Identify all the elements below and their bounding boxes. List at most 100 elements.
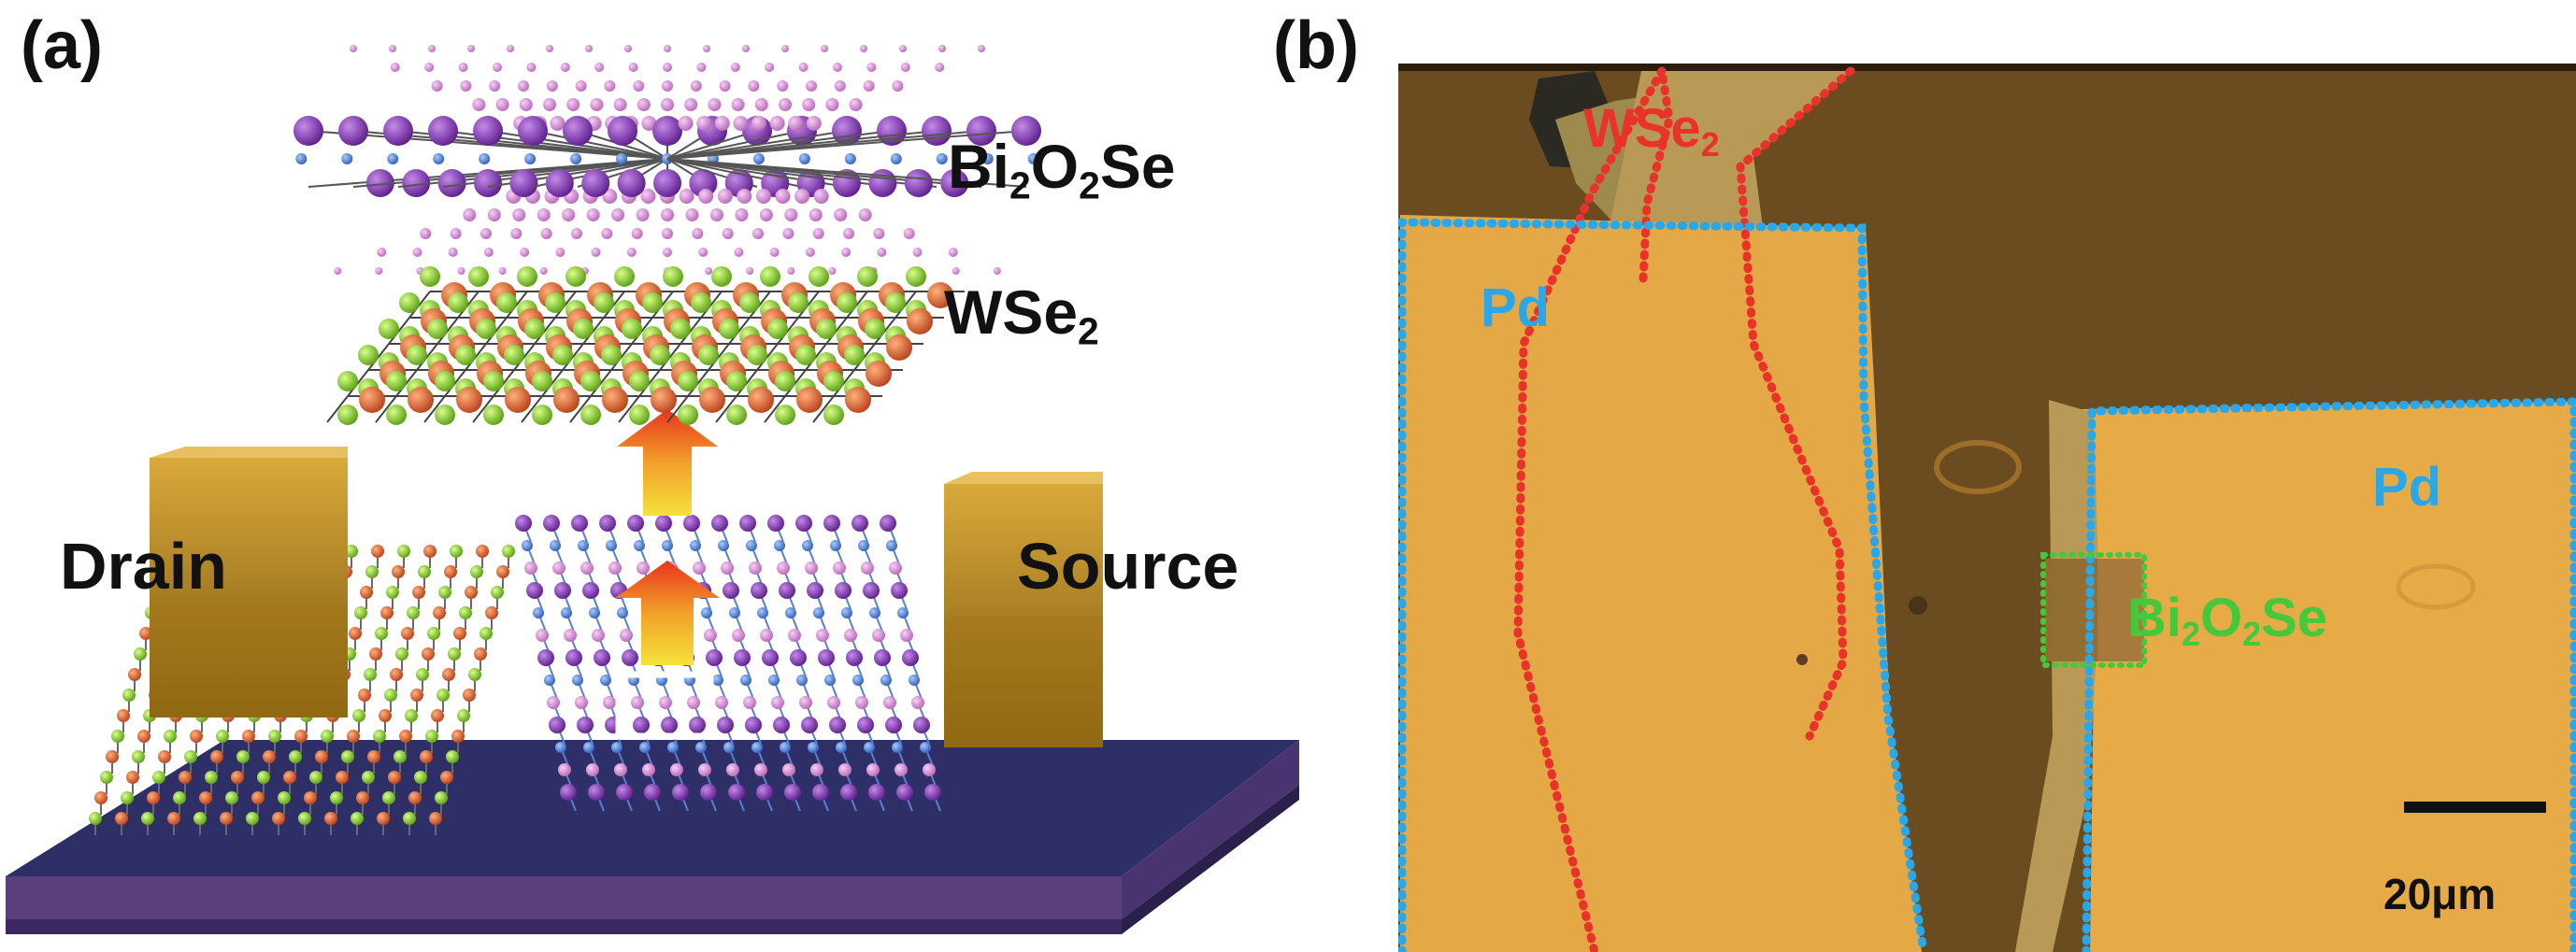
bi-atom xyxy=(672,784,689,801)
se-atom-blue xyxy=(802,540,813,551)
w-atom xyxy=(845,387,871,413)
se-atom xyxy=(767,319,788,339)
w-atom xyxy=(602,387,628,413)
o-atom xyxy=(838,763,852,776)
bi-atom xyxy=(653,169,681,197)
bi-atom xyxy=(560,784,577,801)
se-atom xyxy=(642,292,663,313)
bond xyxy=(326,395,349,423)
o-atom xyxy=(463,208,477,221)
o-atom xyxy=(526,63,537,72)
se-atom xyxy=(268,730,281,743)
se-atom xyxy=(386,405,407,425)
w-atom xyxy=(388,771,401,784)
optical-micrograph xyxy=(1398,64,2576,952)
w-atom xyxy=(699,387,725,413)
se-atom xyxy=(420,266,440,287)
se-atom-blue xyxy=(639,742,651,753)
se-atom-blue xyxy=(936,153,948,164)
o-atom xyxy=(978,45,985,52)
o-atom xyxy=(775,189,791,204)
bi-atom xyxy=(644,784,661,801)
o-atom xyxy=(812,228,824,239)
o-atom xyxy=(860,45,867,52)
bi-atom xyxy=(661,717,678,733)
w-atom xyxy=(336,771,349,784)
w-atom xyxy=(412,586,425,599)
se-atom-blue xyxy=(617,607,628,618)
o-atom xyxy=(810,763,823,776)
w-atom xyxy=(392,565,405,578)
o-atom xyxy=(833,63,842,72)
w-atom xyxy=(315,750,328,763)
bi-atom xyxy=(1011,116,1041,146)
o-atom xyxy=(687,696,700,709)
se-atom xyxy=(760,266,780,287)
o-atom xyxy=(781,45,789,52)
o-atom xyxy=(765,63,775,72)
bi-atom xyxy=(365,169,394,197)
o-atom xyxy=(524,561,537,575)
bi-atom xyxy=(829,717,846,733)
w-atom xyxy=(390,668,403,681)
se-atom xyxy=(395,647,408,661)
bi-atom xyxy=(700,784,717,801)
w-atom xyxy=(377,812,390,825)
bond xyxy=(444,369,466,397)
se-atom xyxy=(236,750,250,763)
se-atom-blue xyxy=(920,742,931,753)
se-atom-blue xyxy=(886,540,897,551)
se-atom xyxy=(739,292,760,313)
o-atom xyxy=(377,248,387,257)
se-atom-blue xyxy=(824,675,836,686)
o-atom xyxy=(448,248,458,257)
scale-bar-label: 20μm xyxy=(2383,870,2497,918)
bi-atom xyxy=(728,784,745,801)
w-atom xyxy=(360,586,373,599)
se-atom xyxy=(216,730,229,743)
o-atom xyxy=(507,45,514,52)
bi-atom xyxy=(706,649,723,666)
o-atom xyxy=(844,629,857,642)
bond xyxy=(457,291,479,319)
bond xyxy=(666,395,689,423)
se-atom-blue xyxy=(522,540,533,551)
se-atom-blue xyxy=(768,675,780,686)
o-atom xyxy=(833,561,846,575)
o-atom xyxy=(782,228,794,239)
w-atom xyxy=(553,387,580,413)
bi-atom xyxy=(652,116,682,146)
o-atom xyxy=(777,80,789,92)
o-atom xyxy=(641,116,657,131)
bi-atom xyxy=(779,582,795,599)
w-atom xyxy=(420,750,433,763)
o-atom xyxy=(585,45,593,52)
se-atom-blue xyxy=(796,675,808,686)
o-atom xyxy=(493,63,502,72)
se-atom xyxy=(435,405,455,425)
o-atom xyxy=(759,208,773,221)
se-atom xyxy=(823,405,844,425)
bond xyxy=(423,395,446,423)
se-atom xyxy=(844,345,865,365)
se-atom xyxy=(468,668,481,681)
o-atom xyxy=(841,248,852,257)
w-atom xyxy=(485,606,498,619)
o-atom xyxy=(889,561,902,575)
bi-atom xyxy=(437,169,466,197)
o-atom xyxy=(696,116,712,131)
o-atom xyxy=(717,189,733,204)
o-atom xyxy=(604,80,616,92)
w-atom xyxy=(371,545,384,558)
o-atom xyxy=(806,80,817,92)
o-atom xyxy=(594,63,605,72)
o-atom xyxy=(769,116,785,131)
w-atom xyxy=(220,812,233,825)
se-atom-blue xyxy=(785,607,796,618)
source-electrode xyxy=(944,472,1103,747)
bond xyxy=(666,130,1027,160)
w-atom xyxy=(379,709,392,722)
se-atom-blue xyxy=(813,607,824,618)
w-atom xyxy=(349,627,362,640)
w-atom xyxy=(147,791,160,804)
